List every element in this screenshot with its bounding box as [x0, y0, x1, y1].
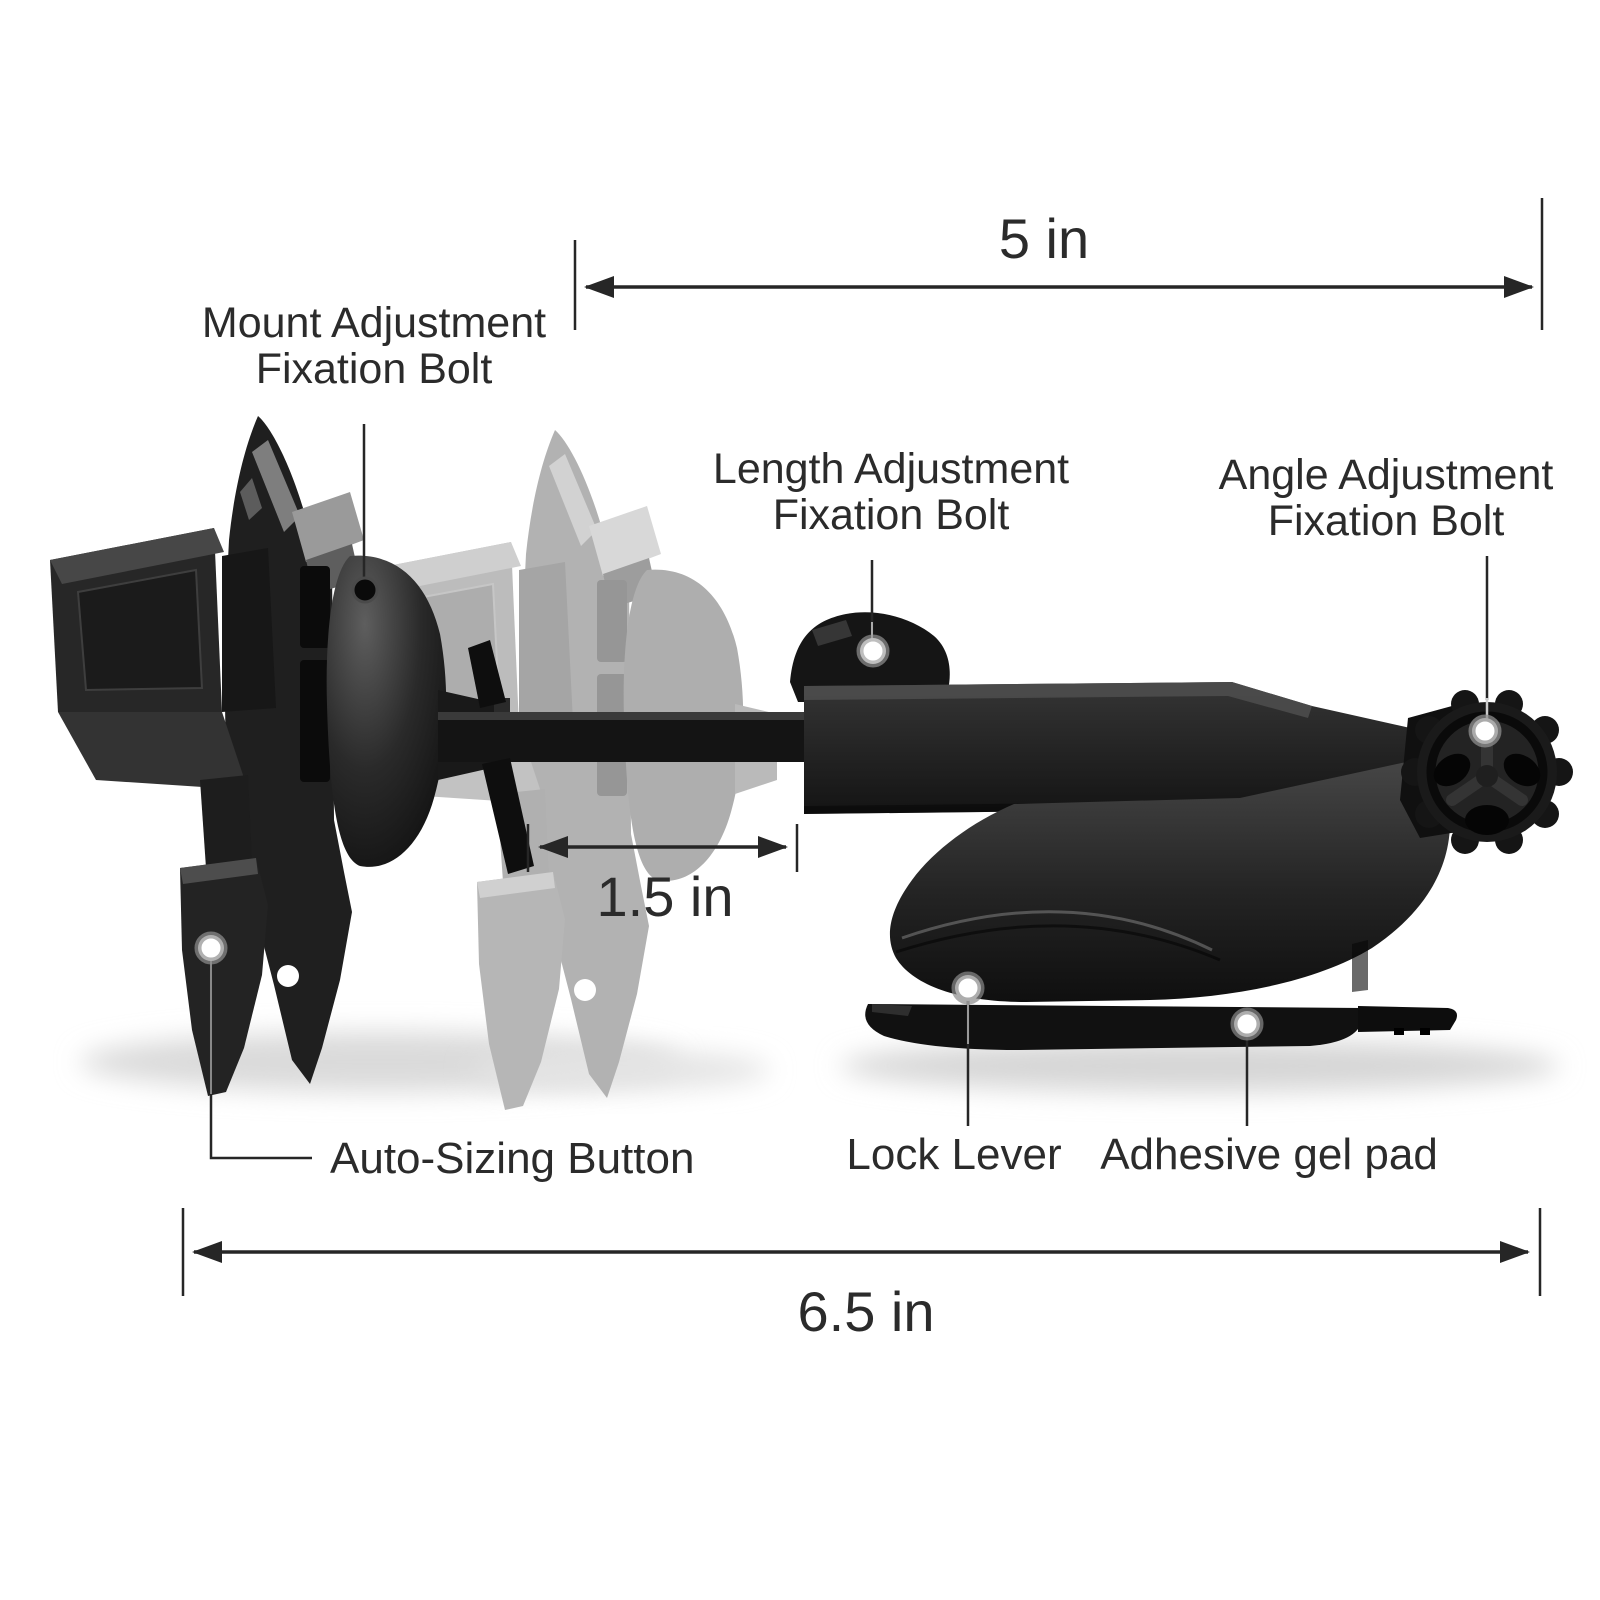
- length-bolt-marker-dot: [856, 634, 890, 668]
- label-adhesive-gel-pad: Adhesive gel pad: [1100, 1130, 1438, 1179]
- angle-knob: [1400, 690, 1573, 854]
- dim-overall-length-text: 6.5 in: [797, 1280, 935, 1343]
- label-line: Fixation Bolt: [772, 491, 1010, 539]
- label-line: Fixation Bolt: [255, 345, 493, 393]
- gel-pad-marker-dot: [1230, 1007, 1264, 1041]
- angle-bolt-marker-dot: [1468, 714, 1502, 748]
- dim-arm-reach-text: 5 in: [998, 207, 1090, 270]
- suction-base: [889, 756, 1451, 1002]
- telescoping-rod: [438, 640, 834, 874]
- auto-sizing-marker-dot: [194, 931, 228, 965]
- label-line: Fixation Bolt: [1267, 497, 1505, 545]
- lock-lever-marker-dot: [951, 971, 985, 1005]
- dimension-slide-travel: [526, 824, 799, 872]
- phone-grip-block: [50, 528, 276, 868]
- release-notch: [277, 965, 299, 987]
- label-line: Mount Adjustment: [201, 299, 547, 347]
- annotations: [181, 198, 1544, 1296]
- label-angle-adjustment: Angle Adjustment Fixation Bolt: [1219, 452, 1554, 544]
- mount-bolt-marker-dot: [351, 576, 379, 604]
- dimension-overall-length: [181, 1208, 1542, 1296]
- label-lock-lever: Lock Lever: [846, 1130, 1062, 1179]
- marker-dots: [194, 576, 1502, 1041]
- label-auto-sizing-button: Auto-Sizing Button: [330, 1134, 695, 1183]
- label-line: Length Adjustment: [712, 445, 1070, 493]
- auto-sizing-foot: [180, 858, 268, 1096]
- pad-tab: [1358, 1006, 1457, 1032]
- label-line: Angle Adjustment: [1218, 451, 1554, 499]
- dimension-arm-reach: [573, 198, 1544, 330]
- dim-slide-travel-text: 1.5 in: [596, 865, 734, 928]
- label-mount-adjustment: Mount Adjustment Fixation Bolt: [202, 300, 546, 392]
- phone-cradle: [50, 416, 364, 1096]
- label-length-adjustment: Length Adjustment Fixation Bolt: [713, 446, 1069, 538]
